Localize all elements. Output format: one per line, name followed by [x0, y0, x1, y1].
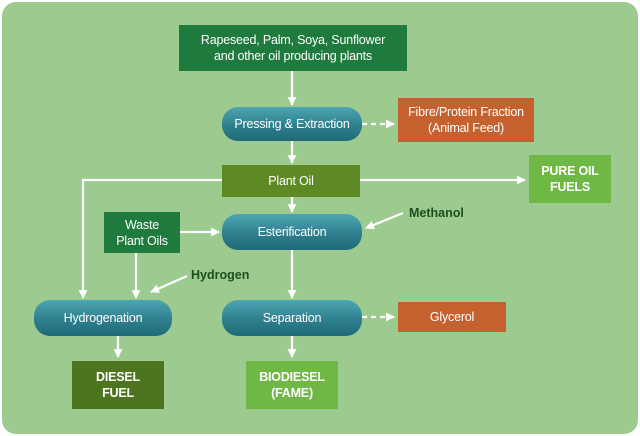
label-hydrogen: Hydrogen [191, 268, 250, 282]
node-pure-oil-fuels: PURE OIL FUELS [529, 155, 611, 203]
node-separation: Separation [222, 300, 362, 336]
arrow-hydrogen [150, 274, 188, 294]
arrow-plant-oil-to-hydrogenation [78, 178, 222, 299]
label-methanol: Methanol [409, 206, 464, 220]
node-oil-plants: Rapeseed, Palm, Soya, Sunflower and othe… [179, 25, 407, 71]
node-plant-oil: Plant Oil [222, 165, 360, 197]
arrow-methanol [365, 211, 404, 230]
node-pressing-extraction: Pressing & Extraction [222, 107, 362, 141]
node-esterification: Esterification [222, 214, 362, 250]
node-biodiesel-fame: BIODIESEL (FAME) [246, 361, 338, 409]
node-diesel-fuel: DIESEL FUEL [72, 361, 164, 409]
node-waste-plant-oils: Waste Plant Oils [104, 212, 180, 253]
node-hydrogenation: Hydrogenation [34, 300, 172, 336]
node-fibre-protein-fraction: Fibre/Protein Fraction (Animal Feed) [398, 98, 534, 142]
node-glycerol: Glycerol [398, 302, 506, 332]
